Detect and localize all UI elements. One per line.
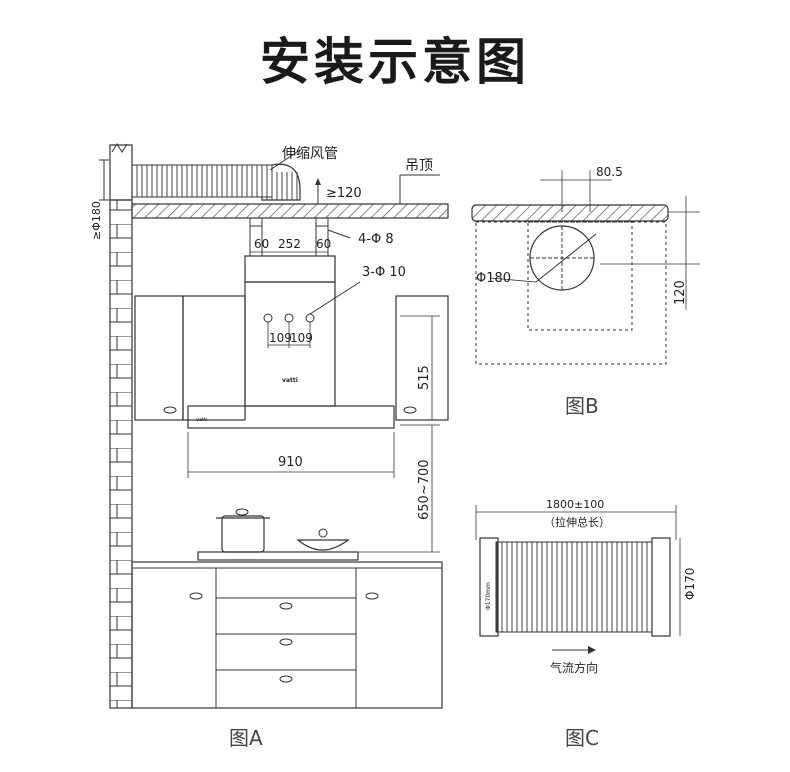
inner-diameter-label: Φ170mm bbox=[485, 582, 492, 610]
dim-252: 252 bbox=[278, 237, 301, 251]
dim-109-left: 109 bbox=[269, 331, 292, 345]
upper-cabinet-right bbox=[395, 295, 449, 421]
ceiling-label: 吊顶 bbox=[405, 158, 433, 174]
base-cabinets bbox=[131, 561, 443, 709]
wall-top bbox=[109, 144, 133, 201]
range-hood-panel bbox=[187, 405, 395, 429]
hole-2 bbox=[284, 313, 294, 323]
brick-wall bbox=[109, 199, 133, 709]
ceiling bbox=[131, 203, 449, 219]
dim-60-right: 60 bbox=[316, 237, 331, 251]
wok bbox=[296, 539, 350, 551]
stretch-note: （拉伸总长） bbox=[544, 515, 610, 529]
diameter-170: Φ170 bbox=[683, 568, 697, 600]
ceiling-section bbox=[471, 204, 669, 222]
width-910: 910 bbox=[278, 455, 303, 470]
figure-c: 1800±100 （拉伸总长） Φ170mm Φ170 气流方向 bbox=[475, 498, 697, 675]
figure-a: ≥Φ180 伸缩风管 ≥120 吊顶 60 252 60 4-Φ 8 3-Φ 1… bbox=[90, 143, 449, 709]
caption-figure-c: 图C bbox=[565, 726, 599, 750]
upper-cabinet-left bbox=[134, 295, 184, 421]
figure-b: Φ180 80.5 120 bbox=[471, 165, 700, 365]
wall-duct-dim: ≥Φ180 bbox=[90, 201, 103, 240]
caption-figure-b: 图B bbox=[565, 394, 599, 418]
height-650-700: 650~700 bbox=[417, 459, 432, 520]
holes-3-label: 3-Φ 10 bbox=[362, 265, 406, 280]
gas-stove bbox=[197, 551, 359, 561]
hood-outline bbox=[475, 221, 667, 365]
pot bbox=[221, 515, 265, 553]
height-515: 515 bbox=[417, 365, 432, 390]
brand-logo-upper: vatti bbox=[282, 377, 298, 384]
flexible-duct bbox=[131, 164, 273, 198]
hole-3 bbox=[305, 313, 315, 323]
duct-end-right bbox=[651, 537, 671, 637]
dim-120: 120 bbox=[673, 280, 688, 305]
dim-109-right: 109 bbox=[290, 331, 313, 345]
duct-length: 1800±100 bbox=[546, 498, 604, 511]
clearance-dim: ≥120 bbox=[326, 186, 362, 201]
brand-logo-lower: vatti bbox=[196, 417, 207, 423]
phi-180-label: Φ180 bbox=[476, 271, 511, 286]
flexible-duct-body bbox=[495, 541, 653, 633]
caption-figure-a: 图A bbox=[229, 726, 263, 750]
holes-4-label: 4-Φ 8 bbox=[358, 232, 394, 247]
page-title: 安装示意图 bbox=[260, 33, 530, 91]
hole-1 bbox=[263, 313, 273, 323]
duct-label: 伸缩风管 bbox=[282, 146, 338, 162]
dim-80-5: 80.5 bbox=[596, 165, 623, 179]
dim-60-left: 60 bbox=[254, 237, 269, 251]
airflow-label: 气流方向 bbox=[550, 660, 598, 675]
chimney-upper bbox=[244, 255, 336, 283]
